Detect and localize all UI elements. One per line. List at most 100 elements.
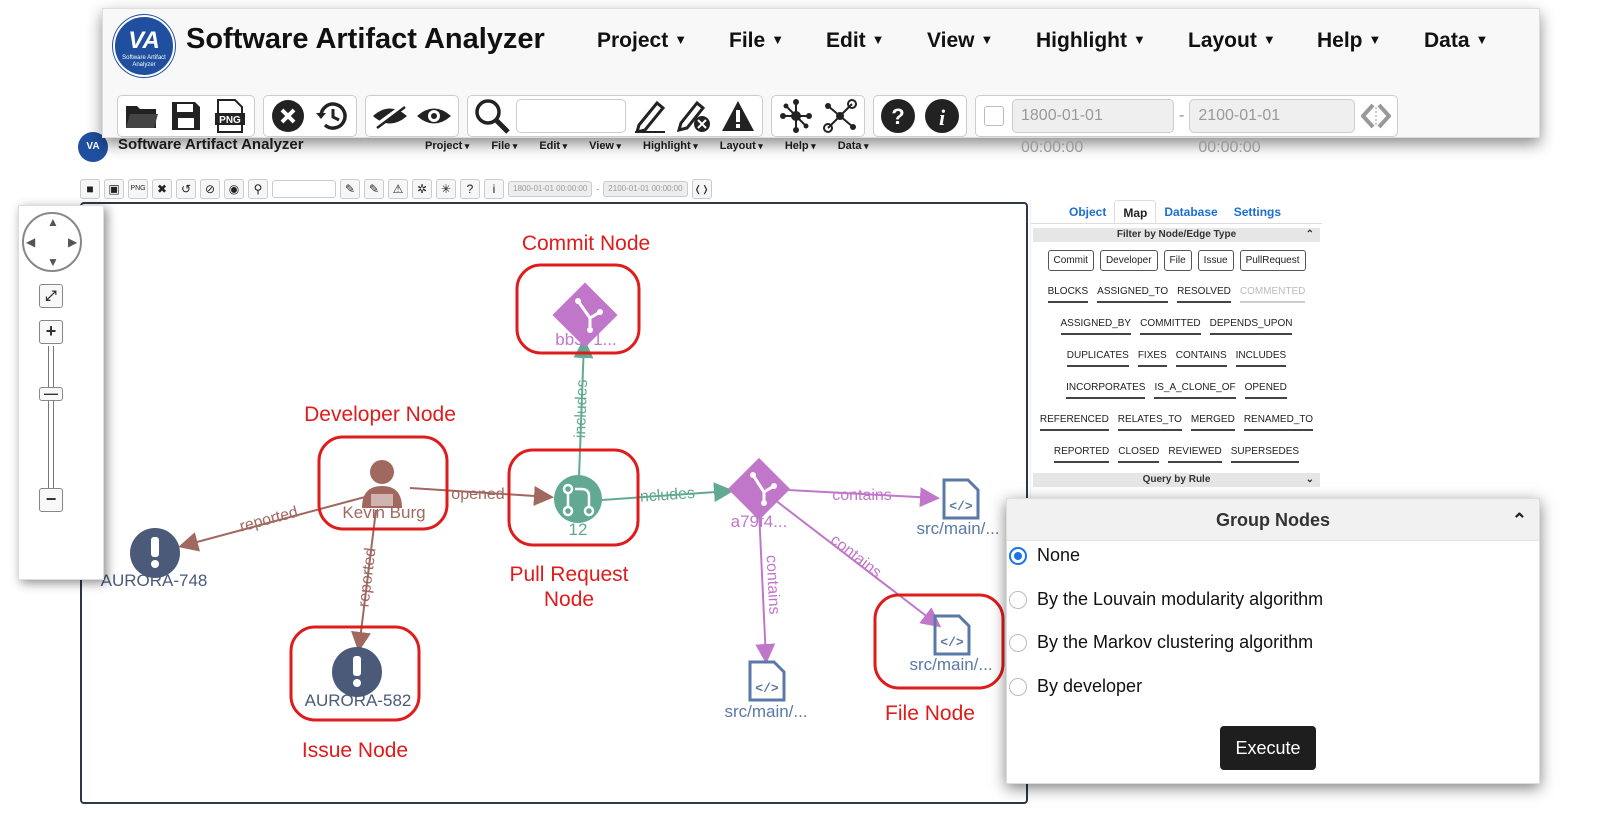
group-nodes-header[interactable]: Group Nodes ⌃ bbox=[1007, 499, 1539, 541]
bg-show-icon[interactable]: ◉ bbox=[224, 179, 244, 199]
filter-node-developer[interactable]: Developer bbox=[1099, 250, 1158, 271]
pan-left-icon[interactable]: ◀ bbox=[26, 235, 36, 249]
bg-menu-data[interactable]: Data bbox=[838, 140, 869, 152]
filter-node-commit[interactable]: Commit bbox=[1047, 250, 1094, 271]
radio-developer[interactable] bbox=[1009, 677, 1027, 696]
layout-icon[interactable] bbox=[776, 98, 816, 134]
search-icon[interactable] bbox=[472, 98, 512, 134]
menu-help[interactable]: Help▼ bbox=[1317, 29, 1381, 53]
bg-history-icon[interactable]: ↺ bbox=[176, 179, 196, 199]
remove-highlight-icon[interactable] bbox=[674, 98, 714, 134]
filter-edge-is-a-clone-of[interactable]: IS_A_CLONE_OF bbox=[1154, 375, 1236, 399]
pan-up-icon[interactable]: ▲ bbox=[47, 215, 59, 229]
highlight-pen-icon[interactable] bbox=[630, 98, 670, 134]
menu-project[interactable]: Project▼ bbox=[597, 29, 687, 53]
save-icon[interactable] bbox=[166, 98, 206, 134]
pan-down-icon[interactable]: ▼ bbox=[47, 255, 59, 269]
filter-edge-assigned-by[interactable]: ASSIGNED_BY bbox=[1060, 311, 1132, 335]
bg-cluster-icon[interactable]: ✳ bbox=[436, 179, 456, 199]
bg-remove-highlight-icon[interactable]: ✎ bbox=[364, 179, 384, 199]
filter-node-issue[interactable]: Issue bbox=[1197, 250, 1234, 271]
bg-timeline-arrows-icon[interactable]: ❬❭ bbox=[691, 179, 712, 199]
pan-control[interactable]: ▲ ▼ ◀ ▶ bbox=[22, 212, 82, 272]
menu-edit[interactable]: Edit▼ bbox=[826, 29, 885, 53]
clear-icon[interactable] bbox=[268, 98, 308, 134]
filter-section-header[interactable]: Filter by Node/Edge Type ⌃ bbox=[1033, 228, 1320, 242]
bg-png-export-icon[interactable]: PNG bbox=[128, 179, 148, 199]
filter-edge-relates-to[interactable]: RELATES_TO bbox=[1117, 407, 1182, 431]
bg-layout-icon[interactable]: ✲ bbox=[412, 179, 432, 199]
radio-none[interactable] bbox=[1009, 546, 1027, 565]
bg-menu-view[interactable]: View bbox=[589, 140, 621, 152]
group-option-louvain[interactable]: By the Louvain modularity algorithm bbox=[1009, 589, 1323, 610]
bg-menu-file[interactable]: File bbox=[491, 140, 517, 152]
open-folder-icon[interactable] bbox=[122, 98, 162, 134]
bg-warning-icon[interactable]: ⚠ bbox=[388, 179, 408, 199]
tab-settings[interactable]: Settings bbox=[1233, 205, 1282, 219]
bg-open-folder-icon[interactable]: ■ bbox=[80, 179, 100, 199]
bg-menu-layout[interactable]: Layout bbox=[720, 140, 763, 152]
filter-edge-resolved[interactable]: RESOLVED bbox=[1177, 279, 1231, 303]
bg-date-to[interactable]: 2100-01-01 00:00:00 bbox=[603, 181, 688, 197]
filter-edge-merged[interactable]: MERGED bbox=[1190, 407, 1235, 431]
menu-view[interactable]: View▼ bbox=[927, 29, 993, 53]
filter-edge-depends-upon[interactable]: DEPENDS_UPON bbox=[1209, 311, 1293, 335]
warning-icon[interactable] bbox=[718, 98, 758, 134]
zoom-out-button[interactable]: − bbox=[39, 488, 63, 512]
filter-edge-duplicates[interactable]: DUPLICATES bbox=[1066, 343, 1129, 367]
help-icon[interactable]: ? bbox=[878, 98, 918, 134]
menu-highlight[interactable]: Highlight▼ bbox=[1036, 29, 1146, 53]
menu-layout[interactable]: Layout▼ bbox=[1188, 29, 1276, 53]
search-input[interactable] bbox=[516, 99, 626, 133]
radio-louvain[interactable] bbox=[1009, 590, 1027, 609]
png-export-icon[interactable]: PNG bbox=[210, 98, 250, 134]
cluster-icon[interactable] bbox=[820, 98, 860, 134]
history-icon[interactable] bbox=[312, 98, 352, 134]
filter-edge-reviewed[interactable]: REVIEWED bbox=[1168, 439, 1222, 463]
filter-edge-reported[interactable]: REPORTED bbox=[1053, 439, 1110, 463]
group-option-none[interactable]: None bbox=[1009, 545, 1080, 566]
execute-button[interactable]: Execute bbox=[1220, 726, 1316, 770]
bg-info-icon[interactable]: i bbox=[484, 179, 504, 199]
radio-markov[interactable] bbox=[1009, 633, 1027, 652]
date-from-input[interactable]: 1800-01-01 00:00:00 bbox=[1012, 99, 1174, 156]
bg-menu-edit[interactable]: Edit bbox=[539, 140, 567, 152]
graph-canvas[interactable] bbox=[80, 202, 1028, 804]
filter-edge-opened[interactable]: OPENED bbox=[1244, 375, 1287, 399]
bg-search-icon[interactable]: ⚲ bbox=[248, 179, 268, 199]
bg-search-input[interactable] bbox=[272, 180, 336, 198]
filter-edge-fixes[interactable]: FIXES bbox=[1137, 343, 1167, 367]
filter-node-file[interactable]: File bbox=[1163, 250, 1192, 271]
bg-hide-icon[interactable]: ⊘ bbox=[200, 179, 220, 199]
group-option-developer[interactable]: By developer bbox=[1009, 676, 1142, 697]
filter-edge-committed[interactable]: COMMITTED bbox=[1140, 311, 1201, 335]
fit-to-screen-button[interactable]: ⤢ bbox=[39, 284, 63, 308]
rule-section-header[interactable]: Query by Rule ⌄ bbox=[1033, 473, 1320, 487]
tab-database[interactable]: Database bbox=[1164, 205, 1218, 219]
bg-clear-icon[interactable]: ✖ bbox=[152, 179, 172, 199]
info-icon[interactable]: i bbox=[922, 98, 962, 134]
bg-menu-project[interactable]: Project bbox=[425, 140, 469, 152]
date-to-input[interactable]: 2100-01-01 00:00:00 bbox=[1189, 99, 1356, 156]
zoom-slider-handle[interactable]: — bbox=[39, 386, 63, 401]
tab-map[interactable]: Map bbox=[1114, 200, 1157, 223]
filter-edge-contains[interactable]: CONTAINS bbox=[1175, 343, 1227, 367]
tab-object[interactable]: Object bbox=[1069, 205, 1107, 219]
filter-edge-incorporates[interactable]: INCORPORATES bbox=[1066, 375, 1146, 399]
menu-file[interactable]: File▼ bbox=[729, 29, 784, 53]
filter-edge-assigned-to[interactable]: ASSIGNED_TO bbox=[1097, 279, 1169, 303]
pan-right-icon[interactable]: ▶ bbox=[68, 235, 78, 249]
zoom-in-button[interactable]: + bbox=[39, 320, 63, 344]
bg-date-from[interactable]: 1800-01-01 00:00:00 bbox=[508, 181, 593, 197]
zoom-slider-track[interactable] bbox=[48, 346, 54, 496]
hide-icon[interactable] bbox=[370, 98, 410, 134]
bg-menu-highlight[interactable]: Highlight bbox=[643, 140, 698, 152]
filter-edge-closed[interactable]: CLOSED bbox=[1118, 439, 1160, 463]
filter-edge-commented[interactable]: COMMENTED bbox=[1239, 279, 1306, 303]
bg-highlight-pen-icon[interactable]: ✎ bbox=[340, 179, 360, 199]
filter-edge-renamed-to[interactable]: RENAMED_TO bbox=[1243, 407, 1314, 431]
filter-edge-blocks[interactable]: BLOCKS bbox=[1047, 279, 1089, 303]
timeline-checkbox[interactable] bbox=[984, 106, 1004, 126]
filter-edge-supersedes[interactable]: SUPERSEDES bbox=[1230, 439, 1300, 463]
bg-help-icon[interactable]: ? bbox=[460, 179, 480, 199]
